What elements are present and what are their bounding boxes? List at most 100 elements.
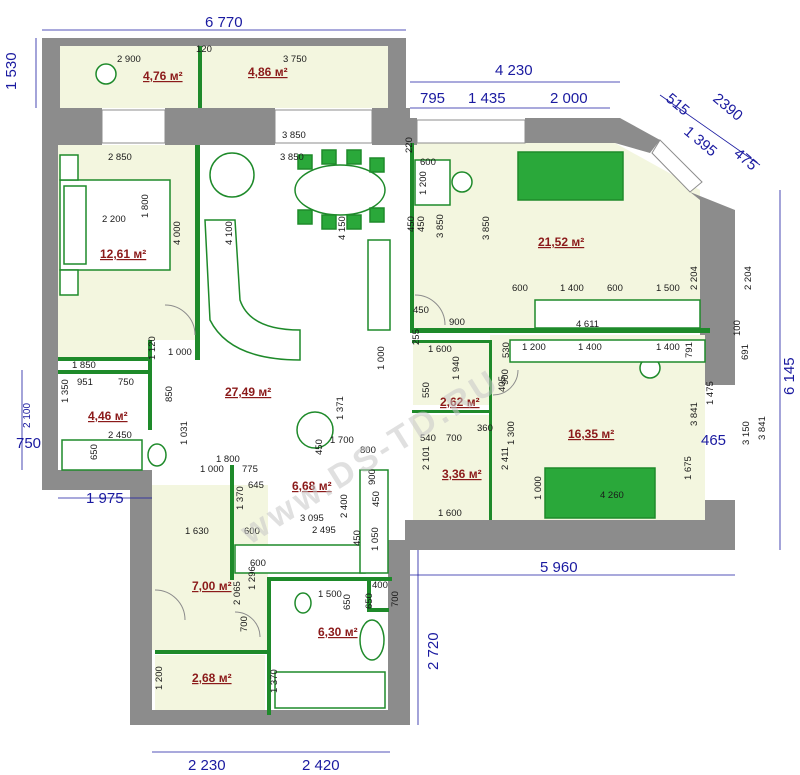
inner-dimension-label: 1 000 [533, 476, 544, 500]
wall-bottom [130, 710, 410, 725]
chair-7 [346, 214, 362, 230]
inner-dimension-label: 1 400 [656, 342, 680, 353]
chair-5 [297, 209, 313, 225]
dining-table [294, 164, 386, 216]
partition-bath2-top [267, 577, 392, 581]
windows [101, 109, 703, 193]
corner-sofa [204, 219, 301, 361]
partitions [58, 46, 710, 715]
inner-dimension-label: 2 204 [743, 266, 754, 290]
wall-left [42, 108, 58, 490]
area-closet2: 3,36 м² [442, 467, 482, 481]
inner-dimension-label: 1 800 [140, 194, 151, 218]
inner-dimension-label: 650 [364, 593, 375, 609]
wall-right [705, 335, 735, 385]
inner-dimension-label: 3 850 [280, 152, 304, 163]
doors [154, 294, 519, 638]
inner-dimension-label: 1 000 [200, 464, 224, 475]
kitchen-counter [234, 544, 366, 574]
inner-dimension-label: 1 200 [154, 666, 165, 690]
inner-dimension-label: 400 [372, 580, 388, 591]
dim-right-465: 465 [701, 432, 726, 449]
toilet-small [147, 443, 167, 467]
area-balcony-left: 4,76 м² [143, 69, 183, 83]
balcony-wall-top [42, 38, 406, 46]
chair-1 [297, 154, 313, 170]
partition-bath2 [267, 580, 271, 715]
bathtub [274, 671, 386, 709]
inner-dimension-label: 2 495 [312, 525, 336, 536]
inner-dimension-label: 4 260 [600, 490, 624, 501]
inner-dimension-label: 540 [420, 433, 436, 444]
partition-closet-b [412, 410, 492, 413]
partition-ne-left [410, 143, 414, 328]
inner-dimension-label: 2 065 [232, 581, 243, 605]
area-closet: 2,62 м² [440, 395, 480, 409]
inner-dimension-label: 800 [360, 445, 376, 456]
inner-dimension-label: 1 031 [179, 421, 190, 445]
closet2-floor [413, 415, 491, 520]
inner-dimension-label: 1 350 [60, 379, 71, 403]
inner-dimension-label: 3 850 [282, 130, 306, 141]
inner-dimension-label: 2 400 [339, 494, 350, 518]
nightstand-bottom [59, 269, 79, 296]
inner-dimension-label: 1 120 [147, 336, 158, 360]
partition-closet-a [412, 340, 492, 343]
inner-dimension-label: 3 750 [283, 54, 307, 65]
door-ne [414, 294, 446, 326]
inner-dimension-label: 850 [164, 386, 175, 402]
wall-bath-right [388, 540, 410, 725]
chair-4 [369, 157, 385, 173]
dim-corner-3: 1 395 [680, 123, 720, 160]
inner-dimension-label: 700 [239, 616, 250, 632]
inner-dimension-label: 750 [118, 377, 134, 388]
door-se [492, 369, 519, 396]
inner-dimension-label: 1 200 [522, 342, 546, 353]
inner-dimension-label: 1 700 [330, 435, 354, 446]
inner-dimension-label: 530 [501, 342, 512, 358]
inner-dimension-label: 2 450 [108, 430, 132, 441]
inner-dimension-label: 255 [411, 329, 422, 345]
inner-dimension-label: 100 [732, 320, 743, 336]
window-bedroom [101, 109, 166, 144]
partition-closet-c [489, 340, 492, 520]
inner-dimension-label: 2 200 [102, 214, 126, 225]
area-room-se: 16,35 м² [568, 427, 614, 441]
partition-bath [58, 370, 148, 374]
window-corner [651, 139, 703, 193]
inner-dimension-label: 4 100 [224, 221, 235, 245]
inner-dimension-label: 1 371 [335, 396, 346, 420]
inner-dimension-label: 791 [684, 342, 695, 358]
dim-line-corner [659, 94, 761, 166]
inner-dimension-label: 1 600 [428, 344, 452, 355]
inner-dimension-label: 1 400 [578, 342, 602, 353]
dim-left-750: 750 [16, 435, 41, 452]
chair-2 [321, 149, 337, 165]
partition-bedroom [195, 145, 200, 360]
inner-dimension-label: 450 [406, 216, 417, 232]
inner-dimension-label: 600 [250, 558, 266, 569]
inner-dimension-label: 4 000 [172, 221, 183, 245]
inner-dimension-label: 450 [314, 439, 325, 455]
dim-right-top: 4 230 [495, 62, 533, 79]
partition-bath2-notch-h [367, 608, 389, 612]
chair-8 [369, 207, 385, 223]
inner-dimension-label: 900 [500, 369, 511, 385]
dim-bottom-1: 2 230 [188, 757, 226, 774]
shower-tray [61, 439, 143, 471]
tv-unit [367, 239, 391, 331]
inner-dimension-label: 1 850 [72, 360, 96, 371]
inner-dimension-label: 1 200 [418, 171, 429, 195]
nightstand-top [59, 154, 79, 181]
dim-bottom-2: 2 420 [302, 757, 340, 774]
dim-corner-4: 475 [730, 145, 760, 174]
dim-left-top: 1 530 [3, 52, 20, 90]
area-labels: 4,76 м² 4,86 м² 12,61 м² 27,49 м² 4,46 м… [88, 65, 614, 685]
inner-dimension-label: 1 296 [247, 566, 258, 590]
balcony-right-floor [200, 46, 388, 108]
inner-dimension-label: 600 [607, 283, 623, 294]
inner-dimension-label: 360 [477, 423, 493, 434]
inner-dimension-label: 1 000 [168, 347, 192, 358]
inner-dimension-label: 1 370 [269, 669, 280, 693]
